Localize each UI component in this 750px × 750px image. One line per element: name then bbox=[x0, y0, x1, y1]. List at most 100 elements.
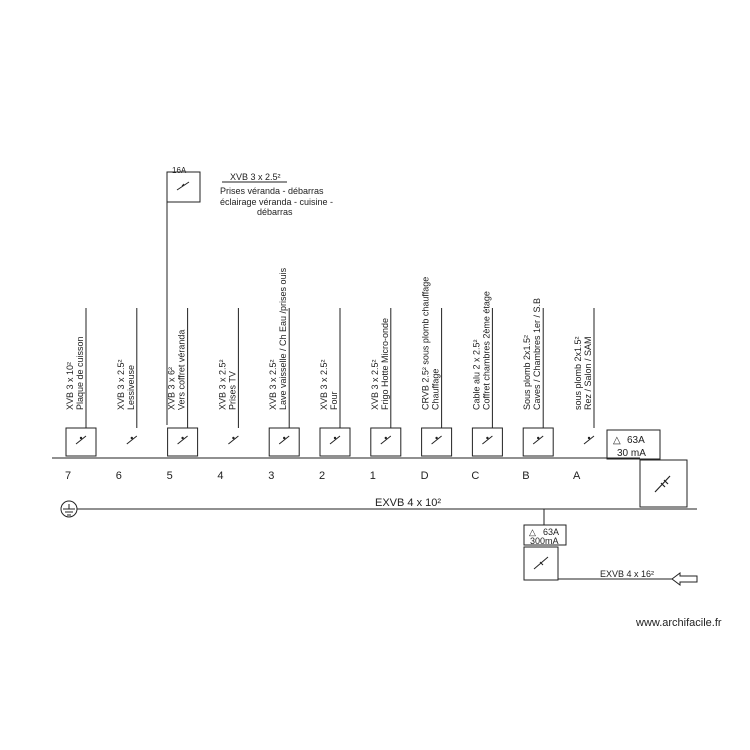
main-differential-rating: 63A bbox=[627, 435, 645, 446]
incoming-differential-switch-icon bbox=[533, 556, 549, 570]
breaker-switch-icon bbox=[482, 435, 493, 445]
switch-blade bbox=[380, 435, 392, 445]
circuit-id: 5 bbox=[167, 470, 173, 482]
switch-pivot bbox=[537, 436, 540, 440]
breaker-switch-icon bbox=[431, 435, 442, 445]
supply-label: EXVB 4 x 16² bbox=[600, 569, 654, 579]
breaker-switch-icon bbox=[177, 435, 188, 445]
circuit-desc-label: Frigo Hotte Micro-onde bbox=[380, 318, 390, 410]
breaker-box bbox=[65, 427, 97, 457]
switch-blade bbox=[482, 435, 493, 445]
main-differential: △ 63A 30 mA bbox=[606, 429, 688, 508]
incoming-differential-rating: 63A bbox=[543, 527, 559, 537]
circuit-id: 1 bbox=[370, 470, 376, 482]
breaker-switch-icon bbox=[278, 435, 290, 445]
earth-bus: EXVB 4 x 10² bbox=[60, 497, 697, 518]
top-breaker-desc-2: éclairage véranda - cuisine - bbox=[220, 197, 333, 207]
breaker-switch-icon bbox=[329, 435, 341, 445]
switch-pivot bbox=[181, 436, 184, 440]
circuit-desc-label: Rez / Salon / SAM bbox=[583, 336, 593, 410]
switch-blade bbox=[532, 435, 544, 445]
incoming-differential-box bbox=[523, 546, 559, 581]
breaker-box bbox=[370, 427, 402, 457]
switch-pivot bbox=[283, 436, 286, 440]
top-breaker-box bbox=[166, 171, 201, 203]
breaker-box bbox=[268, 427, 300, 457]
breaker-box bbox=[522, 427, 554, 457]
top-breaker-desc-3: débarras bbox=[257, 207, 293, 217]
top-breaker-cable: XVB 3 x 2.5² bbox=[230, 172, 281, 182]
circuit-id: 3 bbox=[268, 470, 274, 482]
switch-pivot bbox=[79, 436, 83, 440]
circuit-desc-label: Prises TV bbox=[227, 371, 237, 410]
switch-pivot bbox=[232, 436, 235, 440]
circuit-cable-label: XVB 3 x 10² bbox=[65, 362, 75, 410]
circuit-cable-label: XVB 3 x 6² bbox=[167, 367, 177, 410]
breaker-switch-icon bbox=[583, 435, 595, 445]
incoming-differential-sensitivity: 300mA bbox=[530, 536, 559, 546]
circuit-id: A bbox=[573, 470, 581, 482]
breaker-box bbox=[471, 427, 503, 457]
breaker-switch-icon bbox=[532, 435, 544, 445]
earth-bus-label: EXVB 4 x 10² bbox=[375, 497, 441, 509]
breaker-switch-icon bbox=[228, 435, 239, 445]
circuit-id: 7 bbox=[65, 470, 71, 482]
switch-blade bbox=[329, 435, 341, 445]
top-breaker: 16A XVB 3 x 2.5² Prises véranda - débarr… bbox=[166, 166, 333, 425]
circuit-cable-label: XVB 3 x 2.5² bbox=[319, 359, 329, 410]
breaker-box bbox=[319, 427, 351, 457]
top-breaker-rating: 16A bbox=[172, 166, 187, 175]
switch-blade bbox=[75, 435, 87, 445]
main-differential-box bbox=[639, 459, 688, 508]
switch-pivot bbox=[384, 436, 387, 440]
main-differential-delta-icon: △ bbox=[613, 435, 621, 446]
circuit-id: 4 bbox=[217, 470, 223, 482]
circuit-id: 2 bbox=[319, 470, 325, 482]
circuit-cable-label: XVB 3 x 2.5² bbox=[116, 359, 126, 410]
switch-pivot bbox=[333, 436, 337, 440]
incoming-differential-delta-icon: △ bbox=[529, 527, 536, 537]
circuit-cable-label: Cable alu 2 x 2.5² bbox=[471, 339, 481, 410]
main-differential-label-box bbox=[606, 429, 661, 460]
switch-pivot bbox=[435, 436, 438, 440]
circuit-desc-label: Lessiveuse bbox=[126, 365, 136, 410]
switch-blade bbox=[431, 435, 442, 445]
circuit-desc-label: Caves / Chambres 1er / S.B bbox=[532, 298, 542, 410]
switch-pivot bbox=[130, 436, 133, 440]
switch-blade bbox=[278, 435, 290, 445]
top-breaker-switch-icon bbox=[176, 181, 190, 191]
breaker-switch-icon bbox=[126, 435, 138, 445]
switch-pivot bbox=[486, 436, 489, 440]
circuit-desc-label: Vers coffret véranda bbox=[177, 330, 187, 410]
watermark: www.archifacile.fr bbox=[635, 617, 722, 629]
incoming-differential: △ 63A 300mA EXVB 4 x 16² bbox=[523, 509, 698, 586]
switch-blade bbox=[228, 435, 239, 445]
switch-blade bbox=[126, 435, 138, 445]
switch-pivot bbox=[587, 436, 591, 440]
main-differential-switch-icon bbox=[654, 475, 671, 493]
main-differential-sensitivity: 30 mA bbox=[617, 448, 646, 459]
circuit-desc-label: Four bbox=[329, 391, 339, 410]
circuit-cable-label: XVB 3 x 2.5² bbox=[370, 359, 380, 410]
top-breaker-desc-1: Prises véranda - débarras bbox=[220, 186, 324, 196]
circuit-desc-label: Coffret chambres 2ème étage bbox=[481, 291, 491, 410]
circuit-cable-label: Sous plomb 2x1.5² bbox=[522, 335, 532, 410]
circuit-id: D bbox=[421, 470, 429, 482]
switch-blade bbox=[583, 435, 595, 445]
circuit-cable-label: XVB 3 x 2.5² bbox=[268, 359, 278, 410]
circuit-desc-label: Lave vaisselle / Ch Eau /prises ouis bbox=[278, 267, 288, 410]
circuit-id: B bbox=[522, 470, 529, 482]
circuit-id: 6 bbox=[116, 470, 122, 482]
circuit-desc-label: Plaque de cuisson bbox=[75, 336, 85, 410]
